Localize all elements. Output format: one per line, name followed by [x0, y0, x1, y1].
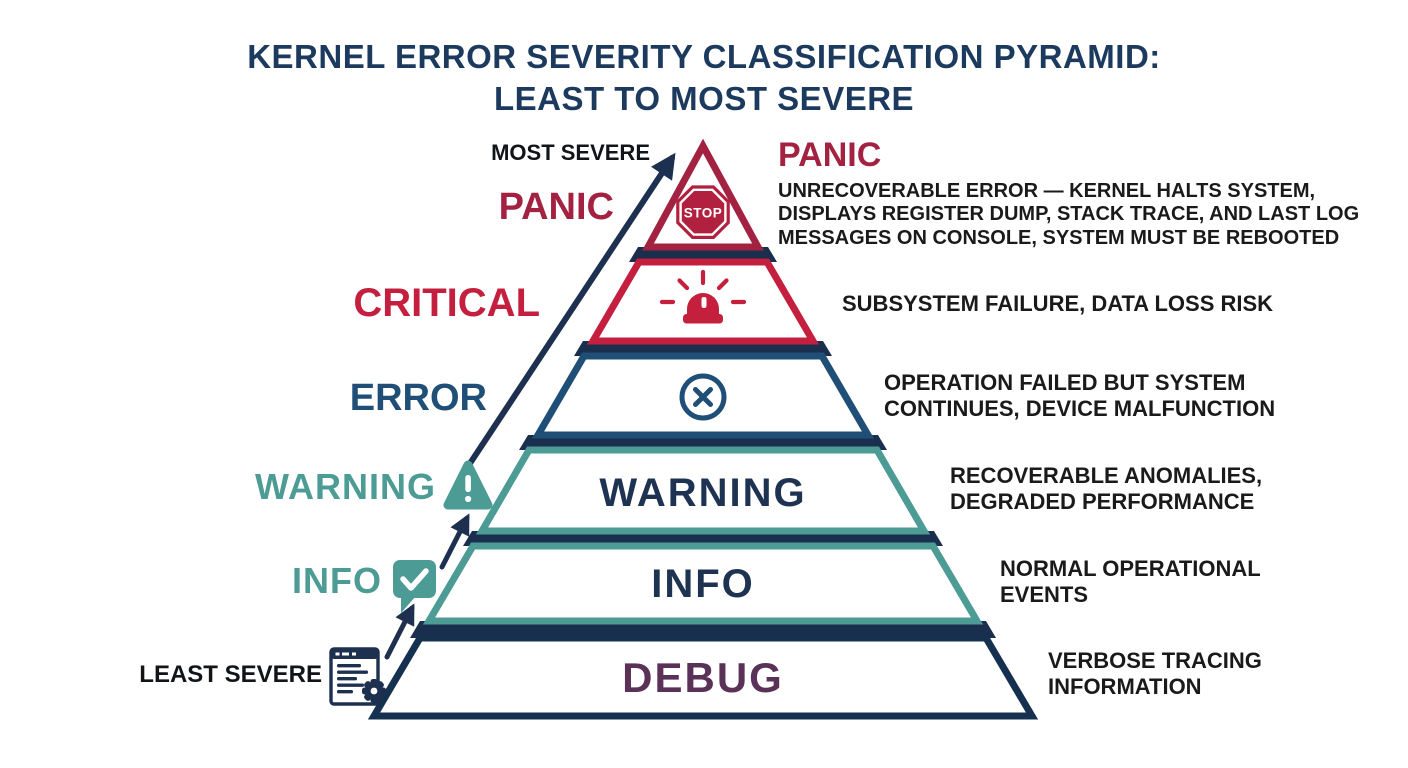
warning-description: RECOVERABLE ANOMALIES, DEGRADED PERFORMA…	[950, 463, 1263, 514]
page-title: KERNEL ERROR SEVERITY CLASSIFICATION PYR…	[0, 36, 1408, 120]
side-label-critical: CRITICAL	[353, 281, 540, 325]
title-line-2: LEAST TO MOST SEVERE	[493, 80, 915, 118]
siren-icon	[659, 269, 747, 324]
tier-debug	[367, 634, 1039, 720]
tier-info-label: INFO	[651, 562, 755, 606]
stop-sign-icon: STOP	[676, 185, 730, 239]
critical-description: SUBSYSTEM FAILURE, DATA LOSS RISK	[842, 291, 1274, 316]
error-description: OPERATION FAILED BUT SYSTEM CONTINUES, D…	[884, 370, 1276, 421]
side-label-warning: WARNING	[255, 466, 436, 507]
side-label-info: INFO	[292, 560, 382, 601]
title-line-1: KERNEL ERROR SEVERITY CLASSIFICATION PYR…	[247, 38, 1161, 75]
panic-description: UNRECOVERABLE ERROR — KERNEL HALTS SYSTE…	[778, 180, 1360, 249]
speech-bubble-check-icon	[393, 560, 436, 613]
code-document-gear-icon	[329, 647, 386, 706]
band-error-warning	[519, 435, 887, 450]
debug-description: VERBOSE TRACING INFORMATION	[1048, 648, 1262, 699]
band-critical-error	[574, 341, 832, 356]
band-panic-critical	[629, 247, 777, 262]
ascent-arrow-info-to-warning	[439, 513, 470, 570]
svg-text:STOP: STOP	[684, 206, 723, 221]
panic-description-title: PANIC	[778, 136, 882, 174]
ascent-arrow-debug-to-info	[384, 603, 415, 660]
tier-info	[422, 542, 984, 625]
tier-warning-label: WARNING	[599, 471, 806, 515]
tier-warning	[475, 446, 931, 535]
band-info-debug	[410, 621, 996, 638]
warning-triangle-icon	[443, 460, 493, 510]
side-label-error: ERROR	[349, 377, 487, 419]
gear-icon	[362, 679, 386, 703]
ascent-arrow-to-most-severe	[456, 152, 676, 483]
side-label-panic: PANIC	[498, 186, 614, 228]
most-severe-label: MOST SEVERE	[491, 140, 650, 165]
info-description: NORMAL OPERATIONAL EVENTS	[1000, 556, 1261, 607]
circle-x-icon	[679, 373, 727, 421]
tier-debug-label: DEBUG	[622, 654, 784, 701]
least-severe-label: LEAST SEVERE	[139, 661, 322, 688]
band-warning-info	[463, 531, 943, 546]
